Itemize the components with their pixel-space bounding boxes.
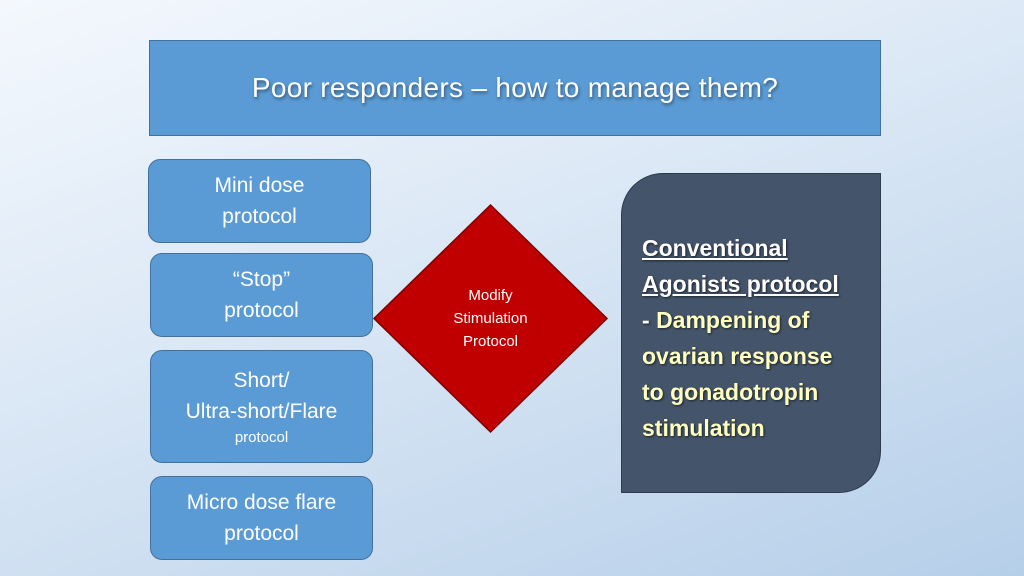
diamond-shape (372, 203, 609, 434)
stop-protocol-box: “Stop” protocol (150, 253, 373, 337)
slide-title: Poor responders – how to manage them? (251, 72, 779, 103)
protocol-label-line: Ultra-short/Flare (185, 399, 338, 423)
protocol-label-line: protocol (224, 522, 299, 545)
protocol-label-line: protocol (222, 205, 297, 228)
result-heading-line: Conventional (642, 235, 788, 261)
mini-dose-protocol-box: Mini dose protocol (148, 159, 371, 243)
diamond-label: Modify Stimulation Protocol (372, 203, 609, 434)
result-desc-line: - Dampening of (642, 302, 870, 338)
title-banner: Poor responders – how to manage them? (149, 40, 881, 136)
result-desc-line: ovarian response (642, 343, 833, 369)
result-heading-line: Agonists protocol (642, 271, 839, 297)
decision-diamond: Modify Stimulation Protocol (372, 203, 609, 434)
micro-dose-flare-protocol-box: Micro dose flare protocol (150, 476, 373, 560)
protocol-label-line: Short/ (233, 368, 290, 392)
conventional-agonists-box: Conventional Agonists protocol - Dampeni… (621, 173, 881, 493)
result-desc-line: stimulation (642, 415, 765, 441)
protocol-label-line: protocol (224, 299, 299, 322)
protocol-label-line: Micro dose flare (186, 491, 337, 514)
protocol-label-small: protocol (234, 428, 289, 446)
protocol-label-line: “Stop” (232, 268, 291, 291)
result-desc-first: Dampening of (656, 307, 810, 333)
result-dash: - (642, 307, 657, 333)
protocol-label-line: Mini dose (214, 174, 305, 197)
diamond-label-line: Modify (468, 287, 513, 304)
diamond-label-line: Protocol (462, 333, 519, 350)
diamond-label-line: Stimulation (453, 310, 528, 327)
short-ultrashort-flare-protocol-box: Short/ Ultra-short/Flare protocol (150, 350, 373, 463)
result-desc-line: to gonadotropin (642, 379, 819, 405)
